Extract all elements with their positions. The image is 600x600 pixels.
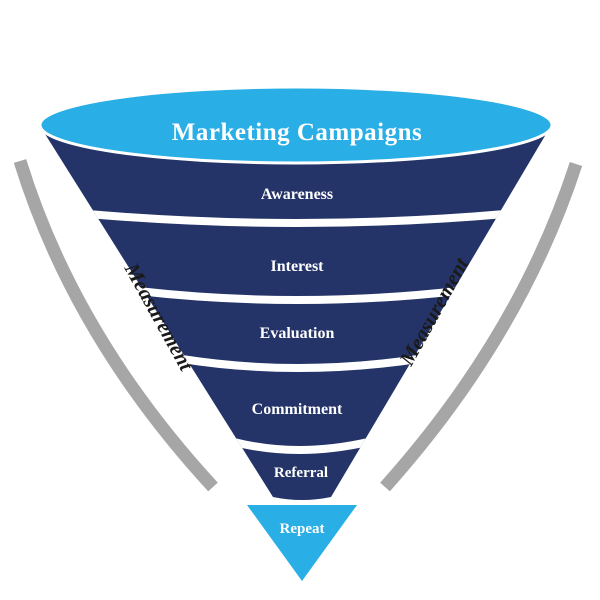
separator-commitment-referral [233,438,369,454]
stage-label-repeat: Repeat [280,521,325,537]
stage-label-interest: Interest [270,258,324,275]
separator-awareness-interest [87,210,506,227]
funnel-cone [40,124,553,500]
separator-interest-evaluation [137,287,459,304]
funnel-mouth-ellipse [38,85,554,165]
repeat-triangle [247,505,357,581]
stage-label-referral: Referral [274,465,328,481]
stage-label-commitment: Commitment [252,401,343,418]
separator-evaluation-commitment [181,355,419,372]
stage-label-evaluation: Evaluation [260,325,335,342]
stage-label-awareness: Awareness [261,186,333,203]
measurement-arc-right [380,161,583,492]
measurement-arc-left [13,159,218,492]
funnel-title: Marketing Campaigns [172,119,422,146]
